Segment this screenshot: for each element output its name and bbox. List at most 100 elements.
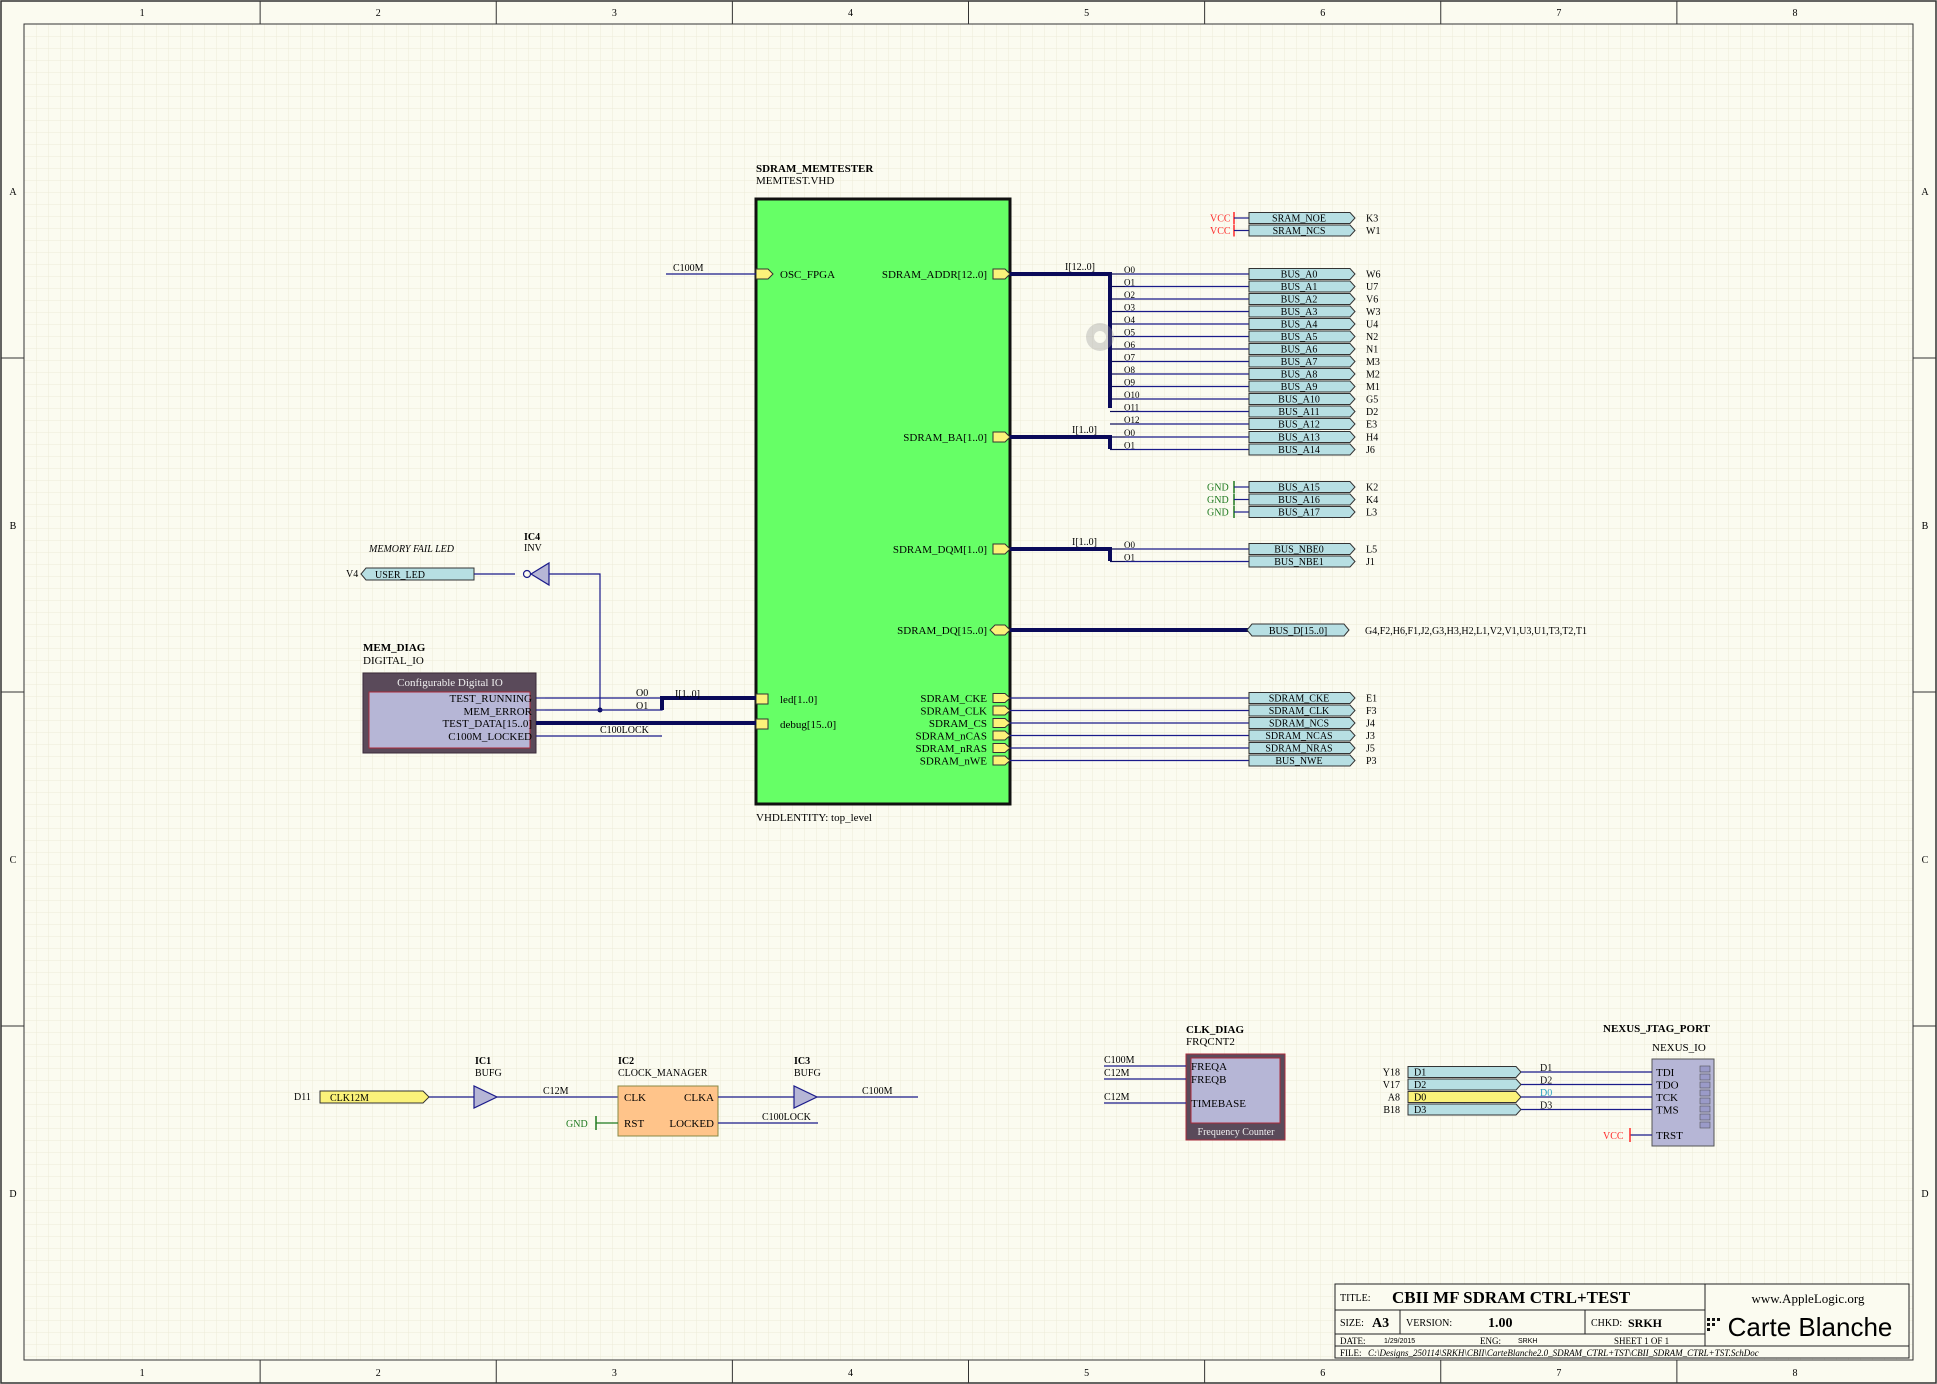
- addr-bus-port-pin: N2: [1366, 332, 1378, 343]
- gear-icon: [1086, 323, 1114, 351]
- clk-diag-block[interactable]: CLK_DIAG FRQCNT2 FREQA FREQB TIMEBASE Fr…: [1185, 1024, 1286, 1141]
- led-split-label: I[1..0]: [675, 689, 700, 700]
- column-label-bottom: 7: [1556, 1368, 1561, 1379]
- ctrl-port-pin: P3: [1366, 756, 1377, 767]
- addr-bus-port-name: BUS_A2: [1281, 295, 1318, 306]
- date-label: DATE:: [1340, 1336, 1366, 1346]
- addr-bus-port-name: BUS_A8: [1281, 370, 1318, 381]
- memtester-ctrl-port-labels: SDRAM_CKESDRAM_CLKSDRAM_CSSDRAM_nCASSDRA…: [915, 693, 987, 768]
- date-value: 1/29/2015: [1384, 1338, 1415, 1345]
- addr-bus-port-pin: M1: [1366, 382, 1380, 393]
- jtag-trst: TRST: [1656, 1130, 1683, 1142]
- sram-port-name: SRAM_NCS: [1273, 226, 1326, 237]
- gnd-port-name: BUS_A16: [1278, 495, 1320, 506]
- row-label-left: D: [9, 1189, 16, 1200]
- addr-bus-port-pin: V6: [1366, 295, 1378, 306]
- ctrl-port-pin: E1: [1366, 694, 1377, 705]
- chkd-label: CHKD:: [1591, 1318, 1622, 1329]
- clock-manager-ic2[interactable]: CLK RST CLKA LOCKED: [617, 1085, 719, 1137]
- column-label-top: 4: [848, 8, 853, 19]
- addr-bus-port-pin: M3: [1366, 357, 1380, 368]
- ctrl-port-pin: J3: [1366, 731, 1375, 742]
- ic2-ref: IC2: [618, 1056, 634, 1067]
- addr-bus-port-name: BUS_A7: [1281, 357, 1318, 368]
- port-sdram-cke: SDRAM_CKE: [920, 693, 987, 705]
- net-c12m: C12M: [543, 1086, 569, 1097]
- addr-bus-port-name: BUS_A4: [1281, 320, 1318, 331]
- sdram-memtester-block[interactable]: SDRAM_MEMTESTER MEMTEST.VHD VHDLENTITY: …: [754, 163, 1012, 824]
- gnd-port-pin: K2: [1366, 483, 1378, 494]
- mem-diag-wires: C100LOCK: [536, 697, 756, 737]
- ba-bus-port-pin: J6: [1366, 445, 1375, 456]
- ctrl-port-pin: J4: [1366, 719, 1375, 730]
- addr-bus-port-name: BUS_A0: [1281, 270, 1318, 281]
- ic3-ref: IC3: [794, 1056, 810, 1067]
- mem-diag-type: DIGITAL_IO: [363, 655, 424, 667]
- ctrl-port-pin: J5: [1366, 744, 1375, 755]
- clk-diag-pin-timebase: TIMEBASE: [1191, 1098, 1246, 1110]
- jtag-connector-icon: [1699, 1065, 1711, 1129]
- column-label-bottom: 5: [1084, 1368, 1089, 1379]
- net-c100m: C100M: [862, 1086, 893, 1097]
- jtag-signal: TCK: [1656, 1092, 1678, 1104]
- vcc-label: VCC: [1210, 214, 1231, 225]
- brand-logo-icon: [1707, 1318, 1720, 1331]
- dqm-bus-port-name: BUS_NBE0: [1274, 545, 1323, 556]
- addr-bus-tap: O2: [1124, 290, 1135, 300]
- addr-bus-port-name: BUS_A5: [1281, 332, 1318, 343]
- mem-diag-pin-c100m-locked: C100M_LOCKED: [448, 731, 532, 743]
- row-label-left: C: [10, 855, 17, 866]
- addr-bus-port-name: BUS_A6: [1281, 345, 1318, 356]
- gnd-port-name: BUS_A15: [1278, 483, 1320, 494]
- column-label-top: 2: [376, 8, 381, 19]
- version-label: VERSION:: [1406, 1318, 1452, 1329]
- mem-diag-block[interactable]: MEM_DIAG DIGITAL_IO Configurable Digital…: [362, 642, 537, 754]
- column-label-bottom: 4: [848, 1368, 853, 1379]
- column-label-bottom: 1: [140, 1368, 145, 1379]
- addr-bus-port-pin: U7: [1366, 282, 1378, 293]
- addr-bus-port-pin: W3: [1366, 307, 1380, 318]
- mem-diag-pin-test-running: TEST_RUNNING: [450, 693, 533, 705]
- addr-bus-port-pin: G5: [1366, 395, 1378, 406]
- column-label-top: 1: [140, 8, 145, 19]
- size-label: SIZE:: [1340, 1318, 1364, 1329]
- sram-port-pin: W1: [1366, 226, 1380, 237]
- title-label: TITLE:: [1340, 1293, 1371, 1304]
- mem-diag-pin-test-data: TEST_DATA[15..0]: [442, 718, 532, 730]
- sram-port-pin: K3: [1366, 214, 1378, 225]
- ic2-pin-clk: CLK: [624, 1092, 646, 1104]
- clk-diag-net-1: C12M: [1104, 1068, 1130, 1079]
- ctrl-port-name: SDRAM_CKE: [1269, 694, 1330, 705]
- jtag-fpga-pin: Y18: [1383, 1068, 1400, 1079]
- addr-bus-port-pin: D2: [1366, 407, 1378, 418]
- bufg-ic1-symbol[interactable]: [473, 1085, 499, 1109]
- port-sdram-nras: SDRAM_nRAS: [915, 743, 987, 755]
- jtag-type: NEXUS_IO: [1652, 1042, 1706, 1054]
- memtester-port-flags: [755, 268, 1011, 730]
- row-label-right: C: [1922, 855, 1929, 866]
- jtag-fpga-pin: A8: [1388, 1093, 1400, 1104]
- sram-port-name: SRAM_NOE: [1272, 214, 1326, 225]
- eng-label: ENG:: [1480, 1336, 1501, 1346]
- bufg-ic3-symbol[interactable]: [793, 1085, 819, 1109]
- ctrl-port-name: SDRAM_NRAS: [1265, 744, 1332, 755]
- clk-diag-caption: Frequency Counter: [1198, 1127, 1276, 1138]
- clk-diag-net-2: C12M: [1104, 1092, 1130, 1103]
- led-pin: V4: [346, 569, 358, 580]
- jtag-net-label: D3: [1540, 1101, 1552, 1112]
- osc-net: C100M: [666, 263, 756, 275]
- jtag-port-name: D0: [1414, 1093, 1426, 1104]
- clk-diag-net-0: C100M: [1104, 1055, 1135, 1066]
- user-led-port: USER_LED: [375, 570, 425, 581]
- jtag-port-name: D3: [1414, 1105, 1426, 1116]
- dqm-bus-label: I[1..0]: [1072, 537, 1097, 548]
- addr-bus-tap: O6: [1124, 340, 1135, 350]
- ba-bus-tap: O1: [1124, 441, 1135, 451]
- ctrl-port-name: SDRAM_NCS: [1269, 719, 1329, 730]
- osc-net-label: C100M: [673, 263, 704, 274]
- brand-name: Carte Blanche: [1728, 1312, 1893, 1342]
